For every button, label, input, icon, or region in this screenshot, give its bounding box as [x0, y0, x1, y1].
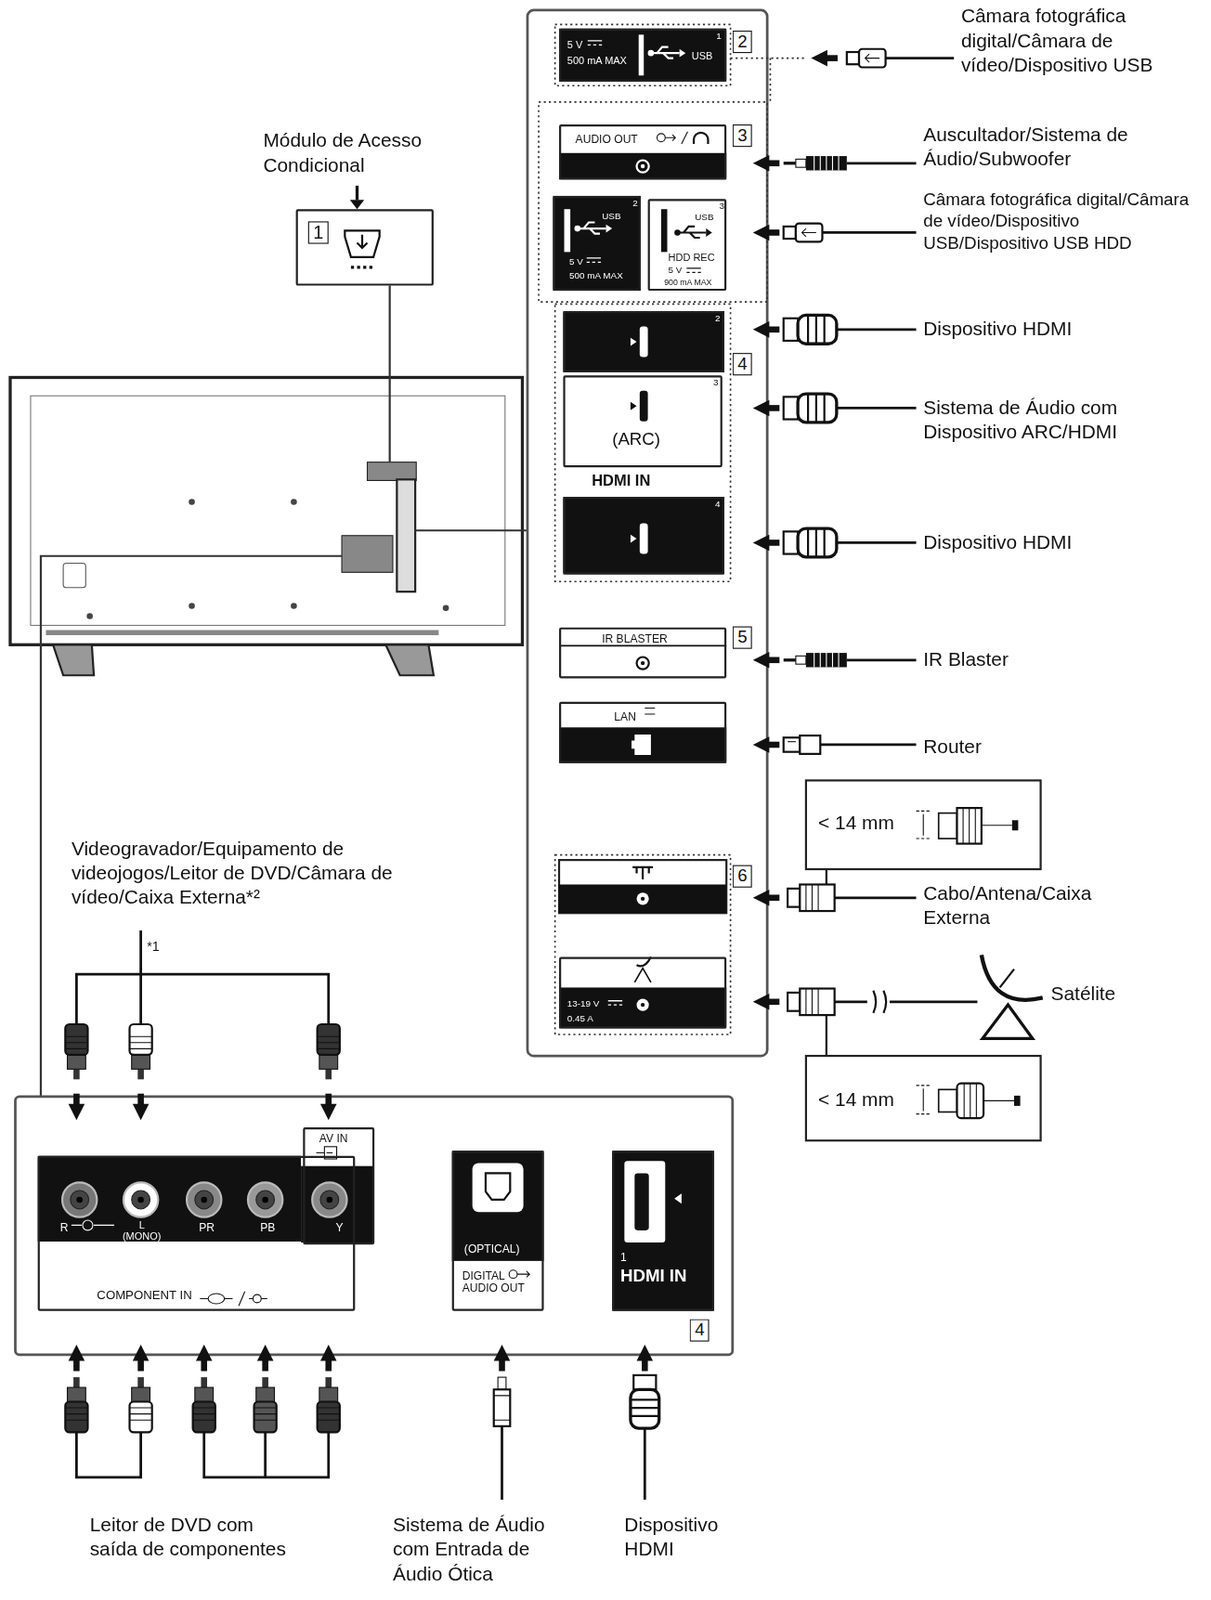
port-label: 5 V [569, 257, 584, 268]
port-label: (ARC) [612, 430, 661, 451]
device-label: < 14 mm [818, 1087, 895, 1112]
bottom-panel [14, 1096, 732, 1355]
port-label: 2 [715, 313, 721, 325]
hdmi-arc-port: (ARC) 3 [562, 375, 722, 468]
satellite-port: 13-19 V 0.45 A [559, 956, 727, 1029]
device-label: Dispositivo HDMI [923, 530, 1072, 555]
port-label: USB [691, 50, 714, 62]
port-label: 2 [632, 198, 639, 209]
port-label: PR [198, 1221, 215, 1234]
device-label: Dispositivo HDMI [624, 1512, 757, 1562]
device-label: Cabo/Antena/Caixa Externa [923, 881, 1159, 930]
tv-rear [10, 286, 528, 1097]
port-label: 1 [620, 1250, 627, 1264]
device-label: < 14 mm [818, 810, 895, 835]
optical-out-port: (OPTICAL) DIGITAL AUDIO OUT [452, 1150, 545, 1311]
device-label: IR Blaster [923, 648, 1009, 673]
device-label: Satélite [1051, 981, 1117, 1006]
callout-number: 2 [732, 30, 753, 53]
port-label: Y [335, 1221, 343, 1234]
hdmi-port: 2 [562, 311, 725, 373]
callout-number: 3 [732, 124, 753, 147]
callout-number: 5 [732, 626, 753, 650]
hdmi-port: 1HDMI IN [612, 1150, 715, 1311]
port-label: 13-19 V [567, 1000, 600, 1011]
callout-number: 4 [732, 352, 753, 376]
port-label: 0.45 A [567, 1014, 594, 1025]
port-label: AV IN [319, 1132, 349, 1145]
port-label: 5 V [668, 266, 683, 277]
port-label: 500 mA MAX [567, 54, 627, 66]
port-label: 1 [716, 31, 722, 42]
port-label: PB [260, 1221, 275, 1234]
port-label: DIGITAL AUDIO OUT [462, 1269, 528, 1295]
usb-port: 5 V 500 mA MAX USB1 [559, 28, 727, 82]
port-label: IR BLASTER [601, 632, 668, 645]
port-label: (OPTICAL) [464, 1242, 521, 1255]
port-label: AUDIO OUT [575, 132, 639, 145]
device-label: Módulo de Acesso Condicional [262, 128, 478, 177]
dimension-boxes [806, 780, 1042, 1141]
device-label: Câmara fotográfica digital/Câmara de víd… [923, 188, 1210, 254]
port-label: HDD REC [668, 251, 716, 263]
cam-slot-box: 1 [296, 208, 434, 286]
device-label: Auscultador/Sistema de Áudio/Subwoofer [923, 122, 1201, 171]
device-label: Sistema de Áudio com Dispositivo ARC/HDM… [923, 395, 1199, 444]
cables-bottom [65, 930, 659, 1500]
port-label: R [60, 1221, 69, 1234]
callout-number: 4 [690, 1318, 710, 1342]
port-label: HDMI IN [620, 1266, 711, 1287]
audio-out-port: AUDIO OUT [559, 124, 727, 180]
ir-blaster-port: IR BLASTER [559, 627, 727, 679]
cam-module [344, 185, 379, 268]
device-label: Dispositivo HDMI [923, 317, 1072, 342]
device-label: Videogravador/Equipamento de videojogos/… [71, 836, 455, 910]
device-label: *1 [146, 938, 160, 956]
av-in-box: AV IN Y [302, 1127, 375, 1245]
side-panel [527, 10, 807, 1056]
component-in-panel: RL (MONO)PRPBCOMPONENT INAV INY [38, 1156, 356, 1312]
port-label: COMPONENT IN [96, 1289, 192, 1303]
port-label: L (MONO) [121, 1219, 163, 1242]
callout-number: 6 [732, 865, 753, 888]
port-label: 900 mA MAX [664, 278, 712, 288]
port-label: USB [694, 213, 714, 224]
lan-port: LAN [559, 702, 727, 764]
port-label: 5 V [567, 39, 583, 51]
hdmi-port: 4 [562, 496, 725, 574]
port-label: 3 [719, 202, 726, 213]
device-label: Câmara fotográfica digital/Câmara de víd… [961, 3, 1204, 77]
device-label: HDMI IN [591, 471, 651, 492]
usb-port: USB 5 V 500 mA MAX 2 [552, 195, 640, 291]
port-label: 3 [713, 378, 719, 390]
device-label: Router [923, 734, 982, 759]
usb-hdd-port: USB HDD REC 5 V900 mA MAX 3 [648, 198, 728, 291]
device-label: Sistema de Áudio com Entrada de Áudio Ót… [392, 1512, 582, 1586]
callout-number: 1 [308, 221, 329, 244]
port-label: LAN [613, 710, 637, 723]
port-label: 500 mA MAX [569, 271, 624, 282]
port-label: 4 [715, 499, 721, 510]
port-label: USB [601, 212, 621, 223]
device-label: Leitor de DVD com saída de componentes [90, 1512, 300, 1562]
